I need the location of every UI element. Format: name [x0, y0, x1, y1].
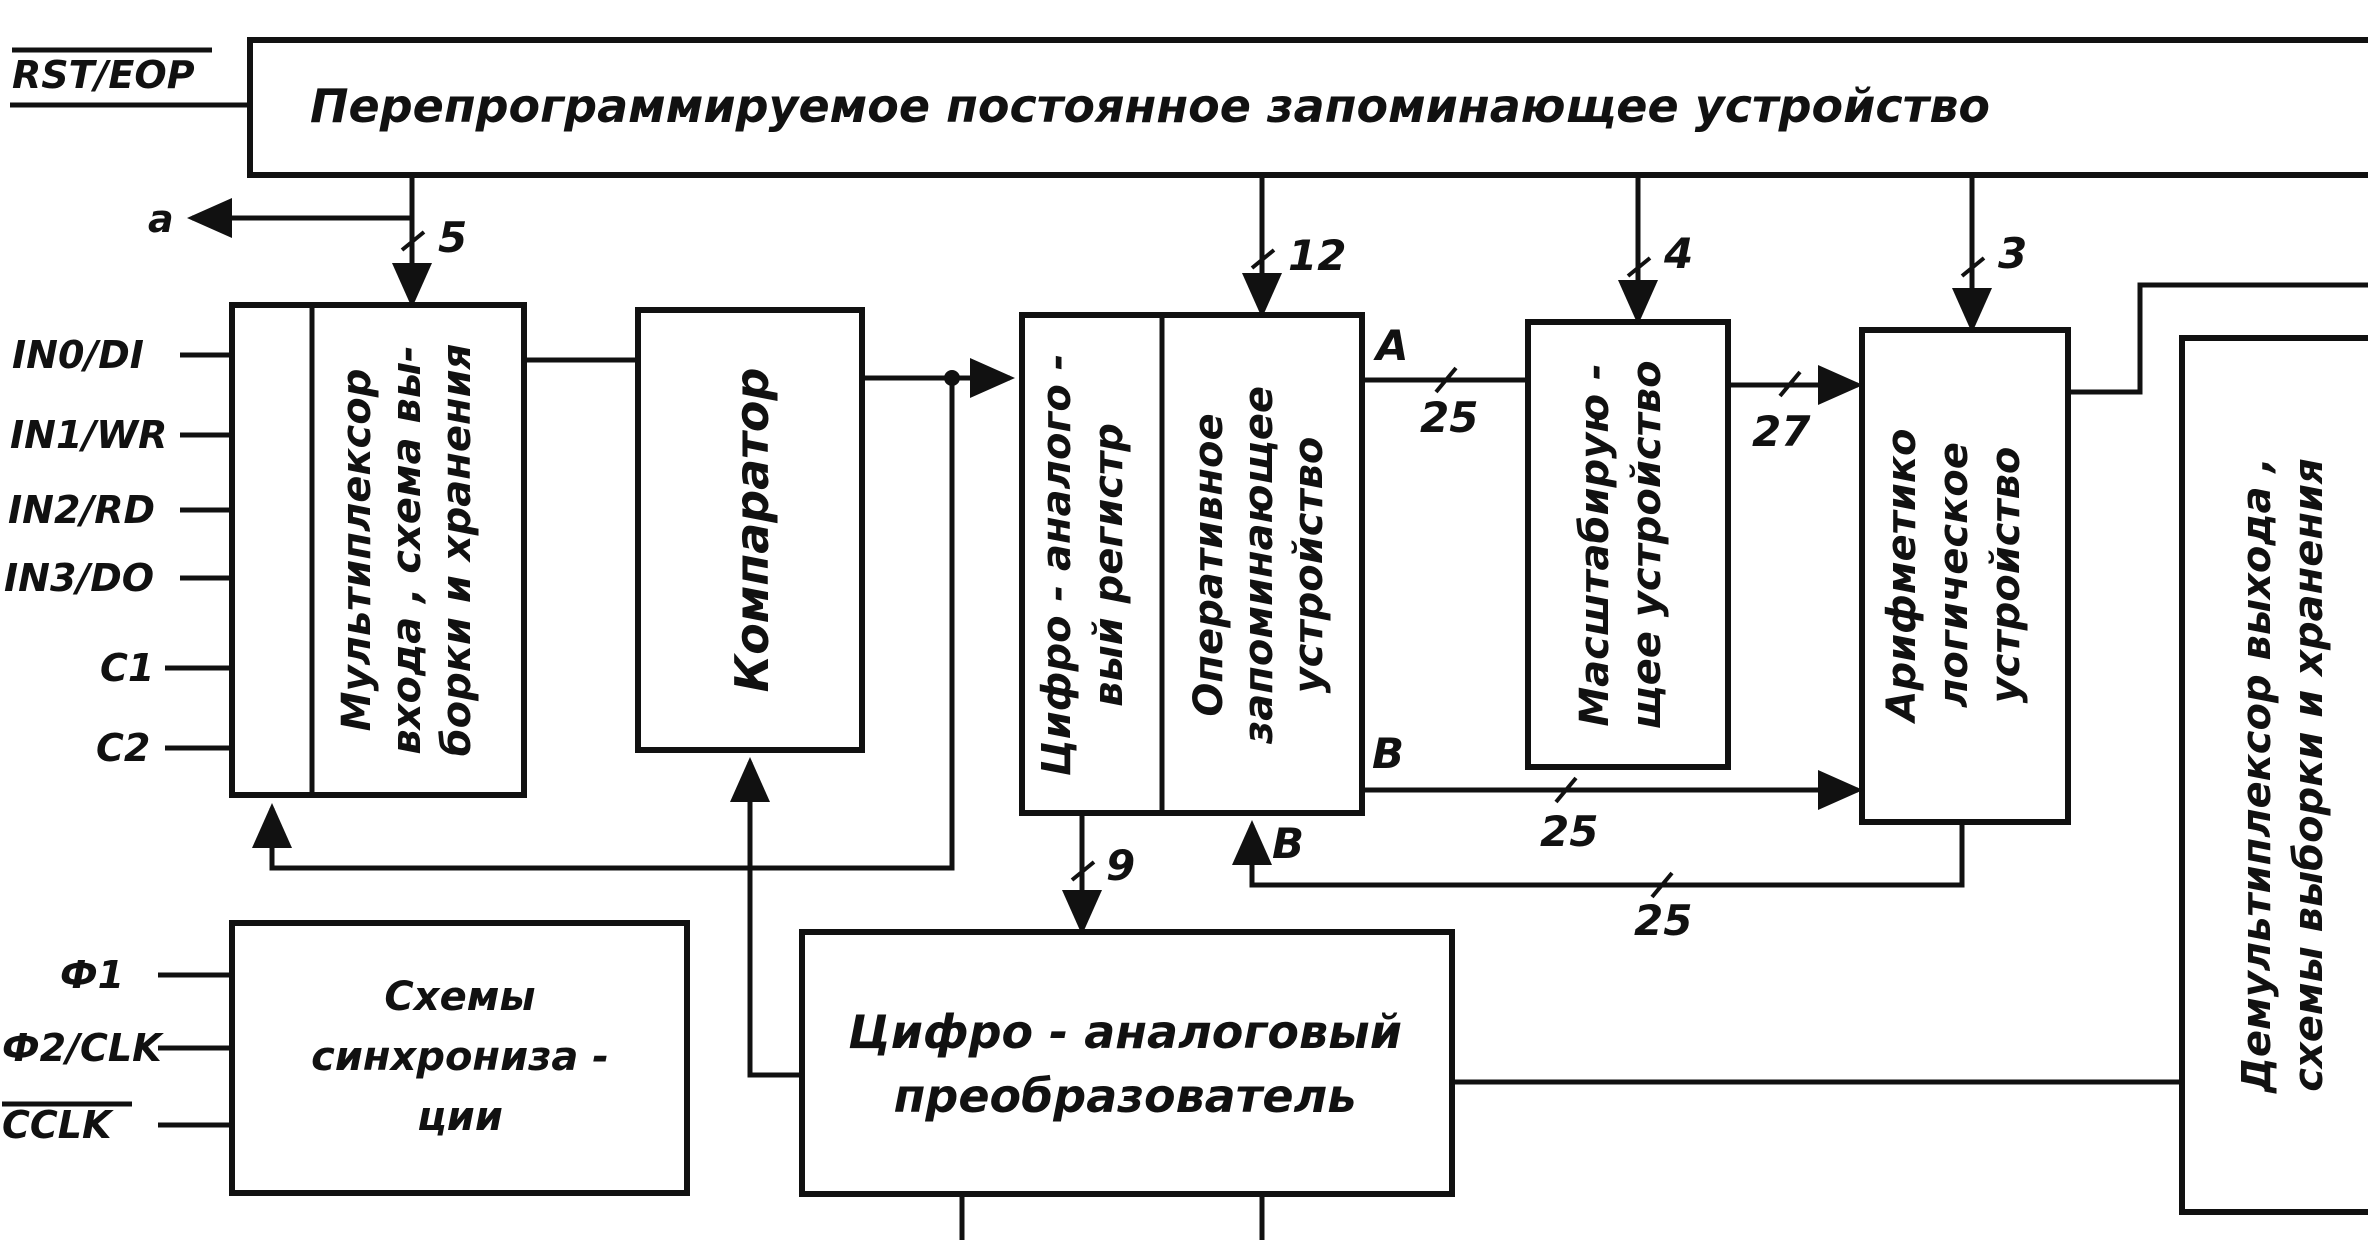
demux-label-2: схемы выборки и хранения	[2286, 458, 2332, 1092]
ram-label-2: запоминающее	[1236, 386, 1282, 745]
pin-rst: RST/EOP	[10, 47, 250, 108]
alu-block: Арифметико логическое устройство	[1859, 327, 2071, 825]
scaler-block: Масштабирую - щее устройство	[1525, 319, 1731, 770]
sync-label-2: синхрониза -	[311, 1034, 609, 1080]
sync-label-3: ции	[417, 1094, 503, 1140]
mux-label-1: Мультиплексор	[334, 369, 380, 732]
rom-block: Перепрограммируемое постоянное запоминаю…	[247, 37, 2368, 178]
dac-label-2: преобразователь	[894, 1069, 1357, 1123]
demux-block: Демультиплексор выхода , схемы выборки и…	[2179, 335, 2368, 1215]
ram-label-3: устройство	[1286, 437, 1332, 694]
sync-block: Схемы синхрониза - ции	[229, 920, 690, 1196]
dac-block: Цифро - аналоговый преобразователь	[799, 929, 1455, 1197]
pin-in0-label: IN0/DI	[12, 333, 144, 377]
bus-width-register-dac: 9	[1106, 841, 1135, 890]
ram-label-1: Оперативное	[1186, 413, 1232, 716]
pin-in1-label: IN1/WR	[10, 413, 167, 457]
bus-width-alu-ram: 25	[1634, 896, 1692, 945]
bus-width-rom-alu: 3	[1998, 229, 2027, 278]
dac-label-1: Цифро - аналоговый	[848, 1005, 1402, 1059]
mux-block: Мультиплексор входа , схема вы- борки и …	[229, 302, 527, 798]
wire-comparator-register	[252, 358, 1015, 871]
mux-inputs: IN0/DI IN1/WR IN2/RD IN3/DO C1 C2	[4, 333, 232, 770]
mux-label-2: входа , схема вы-	[384, 345, 430, 754]
bus-width-scaler-alu: 27	[1752, 407, 1811, 456]
dac-register-label-1: Цифро - аналого -	[1034, 354, 1080, 777]
pin-a-label: а	[148, 197, 174, 241]
bus-rom-ram: 12	[1242, 175, 1346, 318]
bus-register-dac: 9	[1062, 813, 1135, 935]
comparator-block: Компаратор	[635, 307, 865, 753]
wire-alu-output	[2068, 282, 2368, 395]
alu-label-3: устройство	[1983, 447, 2029, 704]
pin-in2-label: IN2/RD	[8, 488, 155, 532]
pin-in3-label: IN3/DO	[4, 556, 154, 600]
scaler-label-1: Масштабирую -	[1572, 363, 1618, 726]
bus-width-rom-mux: 5	[438, 213, 467, 262]
bus-width-rom-scaler: 4	[1663, 229, 1693, 278]
ram-port-a-label: A	[1373, 321, 1409, 370]
bus-scaler-alu: 27	[1728, 365, 1863, 456]
sync-label-1: Схемы	[384, 974, 535, 1020]
bus-rom-mux: 5 а	[148, 175, 467, 308]
bus-width-ram-alu: 25	[1540, 807, 1598, 856]
ram-port-b-in-label: B	[1272, 819, 1304, 868]
bus-rom-scaler: 4	[1618, 175, 1693, 325]
pin-rst-label: RST/EOP	[12, 53, 195, 97]
pin-c1-label: C1	[100, 646, 154, 690]
dac-register-label-2: вый регистр	[1086, 423, 1132, 707]
bus-width-ram-scaler: 25	[1420, 393, 1478, 442]
bus-rom-alu: 3	[1952, 175, 2027, 333]
ram-port-b-out-label: B	[1372, 729, 1404, 778]
pin-phi1-label: Ф1	[60, 953, 124, 997]
alu-label-1: Арифметико	[1879, 429, 1925, 725]
comparator-label: Компаратор	[725, 368, 779, 693]
demux-label-1: Демультиплексор выхода ,	[2234, 457, 2280, 1094]
bus-width-rom-ram: 12	[1288, 231, 1346, 280]
pin-c2-label: C2	[96, 726, 150, 770]
rom-label: Перепрограммируемое постоянное запоминаю…	[310, 79, 1990, 133]
sync-inputs: Ф1 Ф2/CLK CCLK	[2, 953, 232, 1147]
scaler-label-2: щее устройство	[1624, 360, 1670, 729]
bus-ram-scaler: A 25	[1362, 321, 1528, 442]
bus-ram-alu: B 25	[1362, 729, 1863, 856]
pin-cclk-label: CCLK	[2, 1103, 114, 1147]
pin-phi2-label: Ф2/CLK	[2, 1026, 164, 1070]
register-ram-block: Цифро - аналого - вый регистр Оперативно…	[1019, 312, 1365, 816]
bus-alu-ram: B 25	[1232, 819, 1965, 945]
mux-label-3: борки и хранения	[434, 344, 480, 757]
alu-label-2: логическое	[1931, 442, 1977, 708]
wire-dac-comparator	[730, 757, 802, 1078]
